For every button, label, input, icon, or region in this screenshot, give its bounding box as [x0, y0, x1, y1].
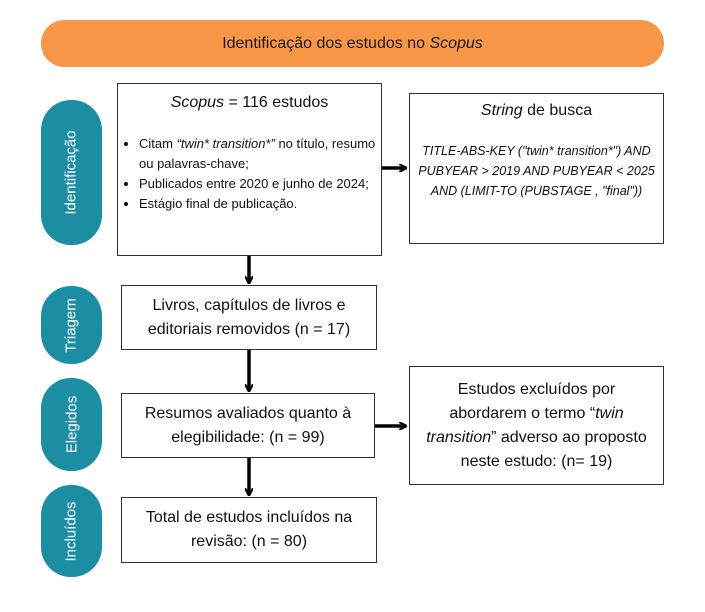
title-banner: Identificação dos estudos no Scopus: [41, 20, 664, 67]
elegidos-text: Resumos avaliados quanto à elegibilidade…: [144, 404, 352, 446]
criteria-item: Citam “twin* transition*” no título, res…: [139, 134, 381, 174]
excluidos-box: Estudos excluídos por abordarem o termo …: [409, 366, 664, 485]
criteria-list: Citam “twin* transition*” no título, res…: [118, 134, 381, 214]
phase-identificacao: Identificação: [41, 100, 102, 245]
scopus-box: Scopus = 116 estudos Citam “twin* transi…: [117, 83, 382, 256]
criteria-item: Estágio final de publicação.: [139, 194, 381, 214]
banner-text: Identificação dos estudos no Scopus: [222, 34, 483, 52]
search-string-title: String de busca: [480, 102, 593, 119]
search-query: TITLE-ABS-KEY ("twin* transition*") AND …: [418, 144, 655, 198]
search-string-box: String de busca TITLE-ABS-KEY ("twin* tr…: [409, 93, 664, 244]
criteria-item: Publicados entre 2020 e junho de 2024;: [139, 174, 381, 194]
excluidos-text: Estudos excluídos por abordarem o termo …: [426, 380, 647, 470]
triagem-box: Livros, capítulos de livros e editoriais…: [121, 285, 377, 350]
phase-triagem: Triagem: [41, 286, 102, 364]
incluidos-text: Total de estudos incluídos na revisão: (…: [145, 509, 353, 550]
phase-incluidos: Incluídos: [41, 485, 102, 577]
scopus-title: Scopus = 116 estudos: [170, 94, 329, 111]
phase-elegidos: Elegidos: [41, 378, 102, 471]
elegidos-box: Resumos avaliados quanto à elegibilidade…: [121, 393, 375, 458]
incluidos-box: Total de estudos incluídos na revisão: (…: [121, 497, 377, 563]
triagem-text: Livros, capítulos de livros e editoriais…: [147, 296, 351, 338]
